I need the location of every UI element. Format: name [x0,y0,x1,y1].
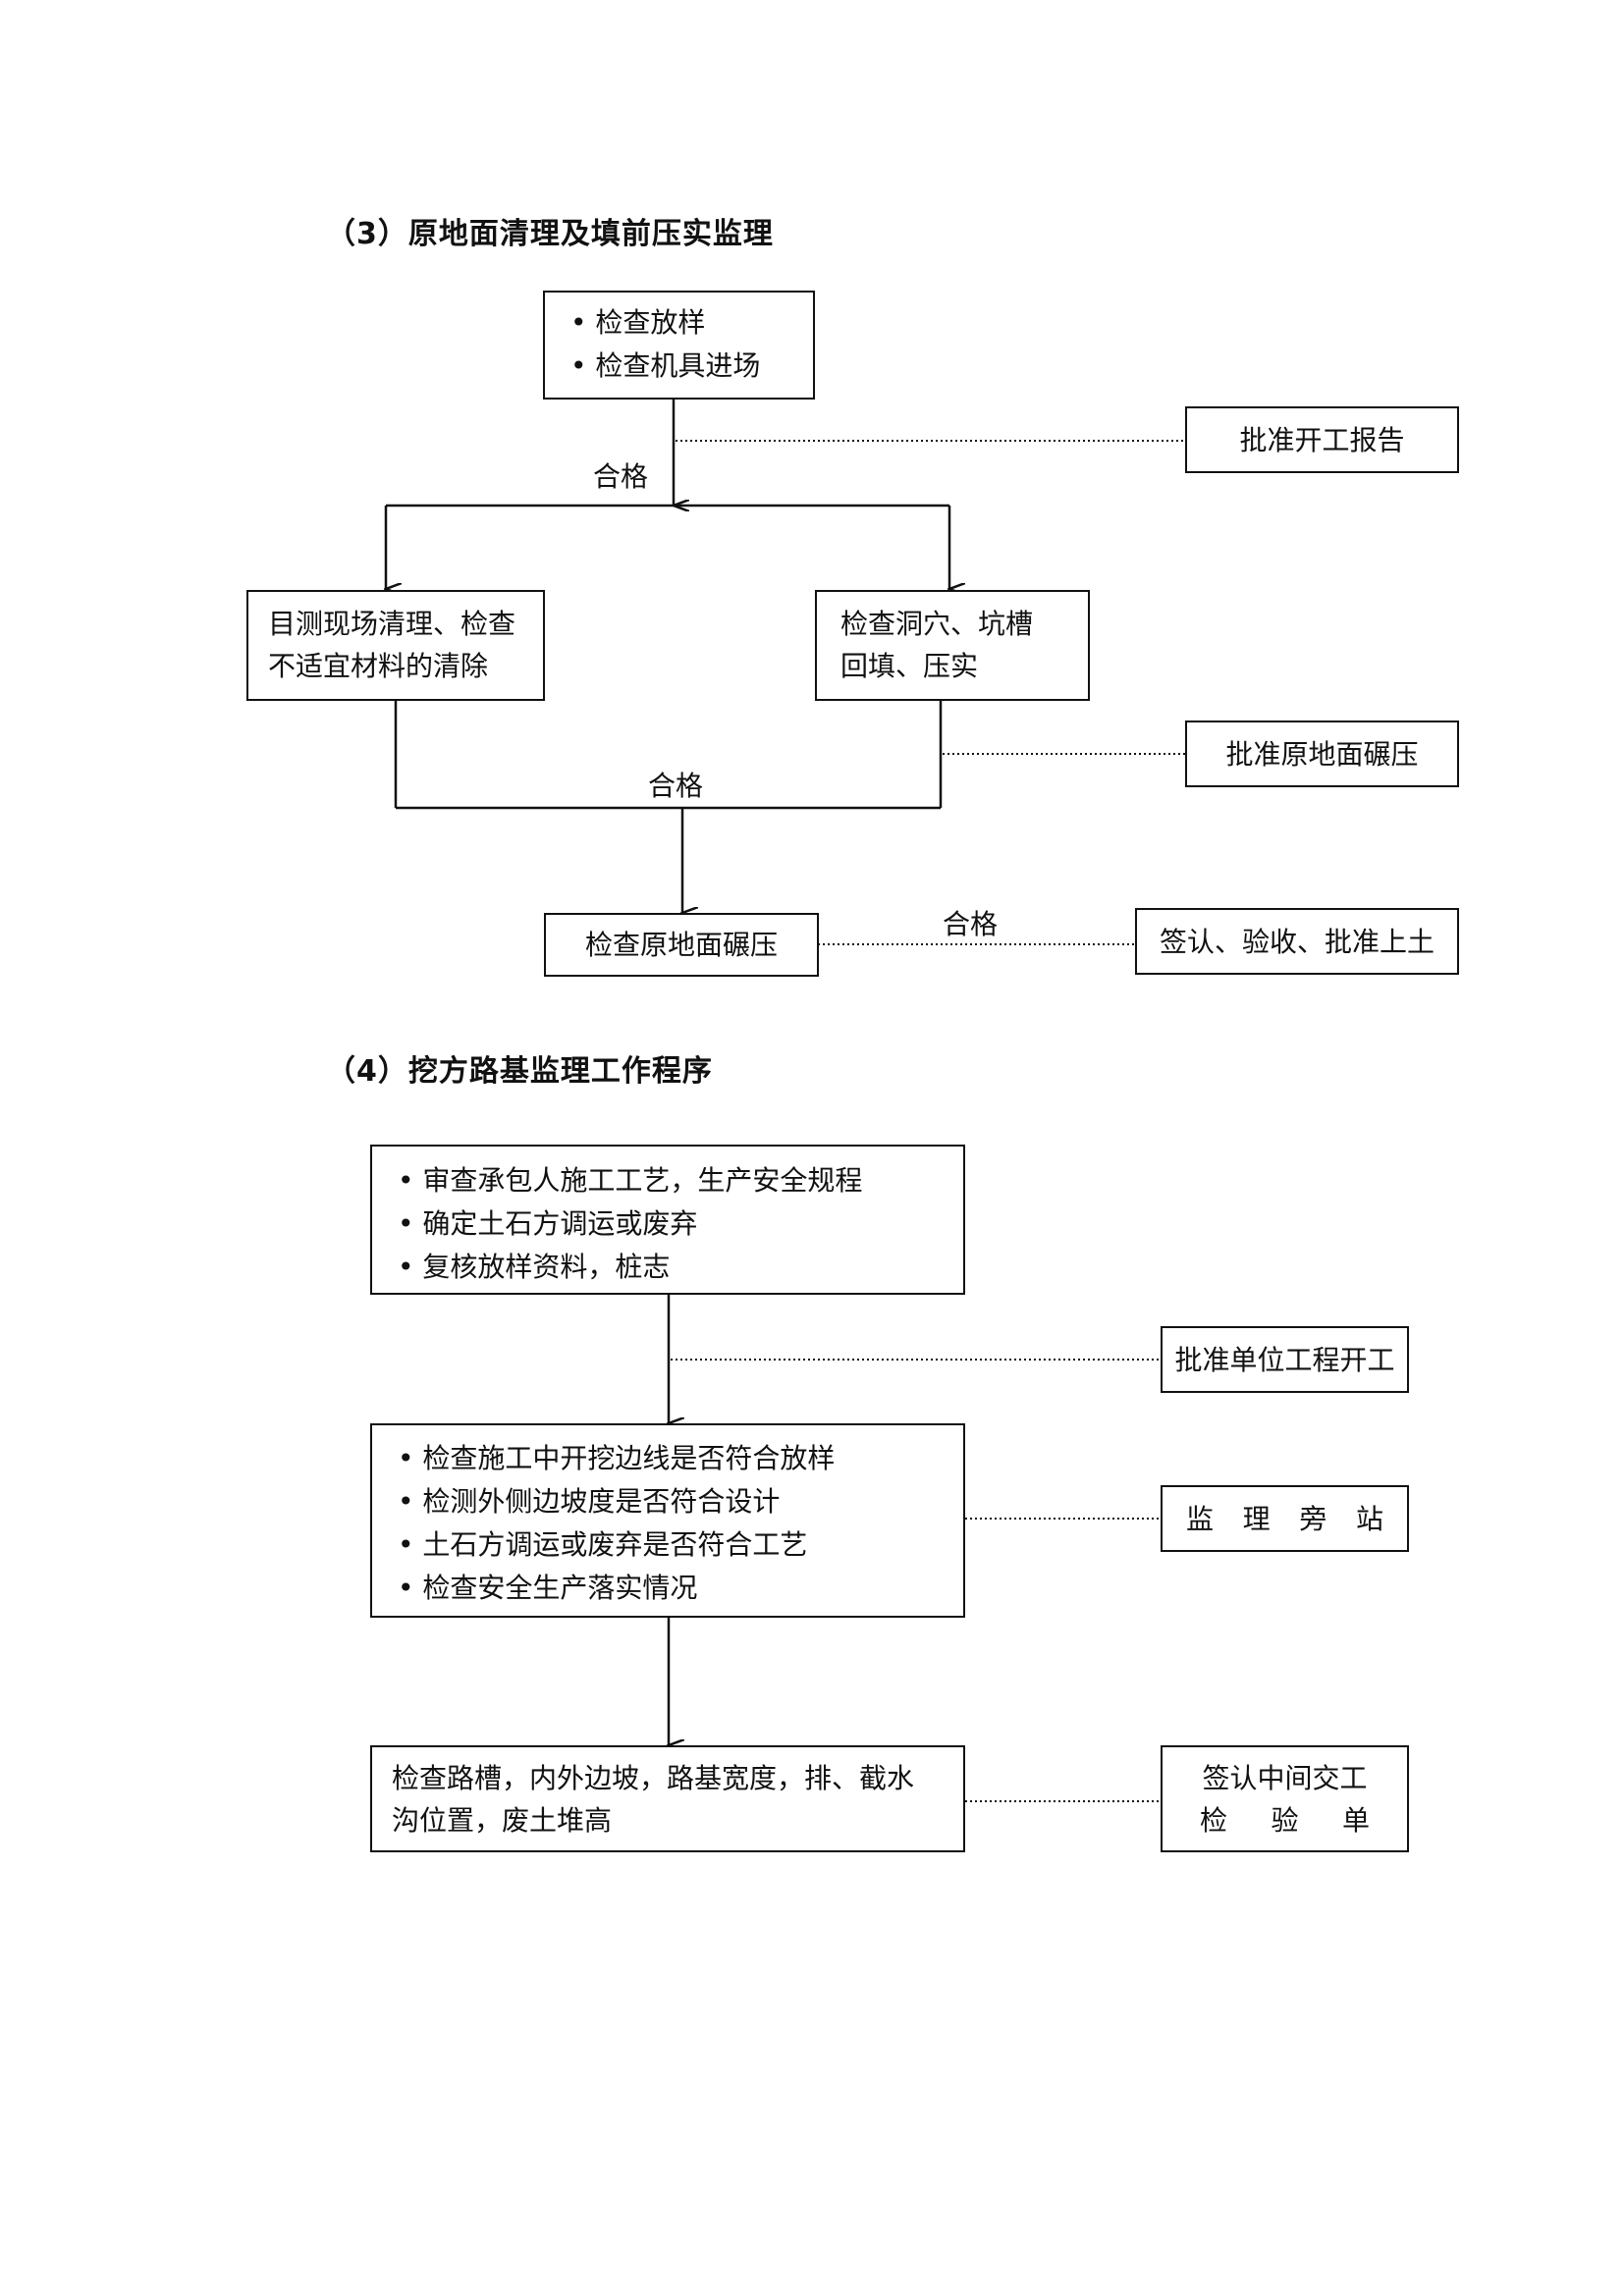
interim-sign-char-3: 单 [1341,1804,1370,1837]
section3-title: （3）原地面清理及填前压实监理 [326,217,774,251]
approve-start-label: 批准开工报告 [1239,424,1405,456]
supervision-char-2: 理 [1242,1503,1271,1535]
pass-label-2: 合格 [648,770,704,802]
supervision-char-4: 站 [1355,1503,1383,1535]
approve-unit-label: 批准单位工程开工 [1174,1344,1395,1376]
final-check-line-2: 沟位置，废土堆高 [392,1804,613,1837]
inspect-compaction-box: 检查原地面碾压 [544,913,819,977]
interim-sign-line-1: 签认中间交工 [1202,1762,1368,1794]
check-setup-line-2: • 检查机具进场 [570,349,761,382]
interim-sign-line-2: 检 验 单 [1200,1807,1370,1835]
site-cleanup-line-1: 目测现场清理、检查 [268,608,516,640]
site-cleanup-line-2: 不适宜材料的清除 [268,650,489,682]
approve-start-box: 批准开工报告 [1185,406,1459,473]
approve-ground-label: 批准原地面碾压 [1225,738,1419,771]
interim-sign-char-1: 检 [1200,1804,1228,1837]
inspect-compaction-label: 检查原地面碾压 [584,929,778,961]
construction-check-box: • 检查施工中开挖边线是否符合放样 • 检测外侧边坡度是否符合设计 • 土石方调… [370,1423,965,1618]
construction-check-line-2: • 检测外侧边坡度是否符合设计 [398,1485,781,1518]
review-plan-line-3: • 复核放样资料，桩志 [398,1251,671,1283]
review-plan-line-2: • 确定土石方调运或废弃 [398,1207,698,1240]
cavity-fill-line-2: 回填、压实 [840,650,979,682]
cavity-fill-box: 检查洞穴、坑槽 回填、压实 [815,590,1090,701]
supervision-box: 监 理 旁 站 [1161,1485,1409,1552]
approve-ground-box: 批准原地面碾压 [1185,721,1459,787]
supervision-char-3: 旁 [1299,1503,1327,1535]
sign-approve-label: 签认、验收、批准上土 [1159,926,1435,958]
check-setup-box: • 检查放样 • 检查机具进场 [543,291,815,400]
cavity-fill-line-1: 检查洞穴、坑槽 [840,608,1034,640]
construction-check-line-4: • 检查安全生产落实情况 [398,1572,698,1604]
construction-check-line-3: • 土石方调运或废弃是否符合工艺 [398,1528,808,1561]
interim-sign-box: 签认中间交工 检 验 单 [1161,1745,1409,1852]
supervision-label: 监 理 旁 站 [1186,1506,1383,1533]
construction-check-line-1: • 检查施工中开挖边线是否符合放样 [398,1442,836,1474]
final-check-line-1: 检查路槽，内外边坡，路基宽度，排、截水 [392,1762,915,1794]
sign-approve-box: 签认、验收、批准上土 [1135,908,1459,975]
pass-label-1: 合格 [593,460,649,493]
pass-label-3: 合格 [943,908,999,940]
review-plan-line-1: • 审查承包人施工工艺，生产安全规程 [398,1164,863,1197]
interim-sign-char-2: 验 [1271,1804,1299,1837]
final-check-box: 检查路槽，内外边坡，路基宽度，排、截水 沟位置，废土堆高 [370,1745,965,1852]
supervision-char-1: 监 [1186,1503,1215,1535]
check-setup-line-1: • 检查放样 [570,306,706,339]
site-cleanup-box: 目测现场清理、检查 不适宜材料的清除 [246,590,545,701]
review-plan-box: • 审查承包人施工工艺，生产安全规程 • 确定土石方调运或废弃 • 复核放样资料… [370,1145,965,1295]
approve-unit-box: 批准单位工程开工 [1161,1326,1409,1393]
section4-title: （4）挖方路基监理工作程序 [326,1054,713,1089]
